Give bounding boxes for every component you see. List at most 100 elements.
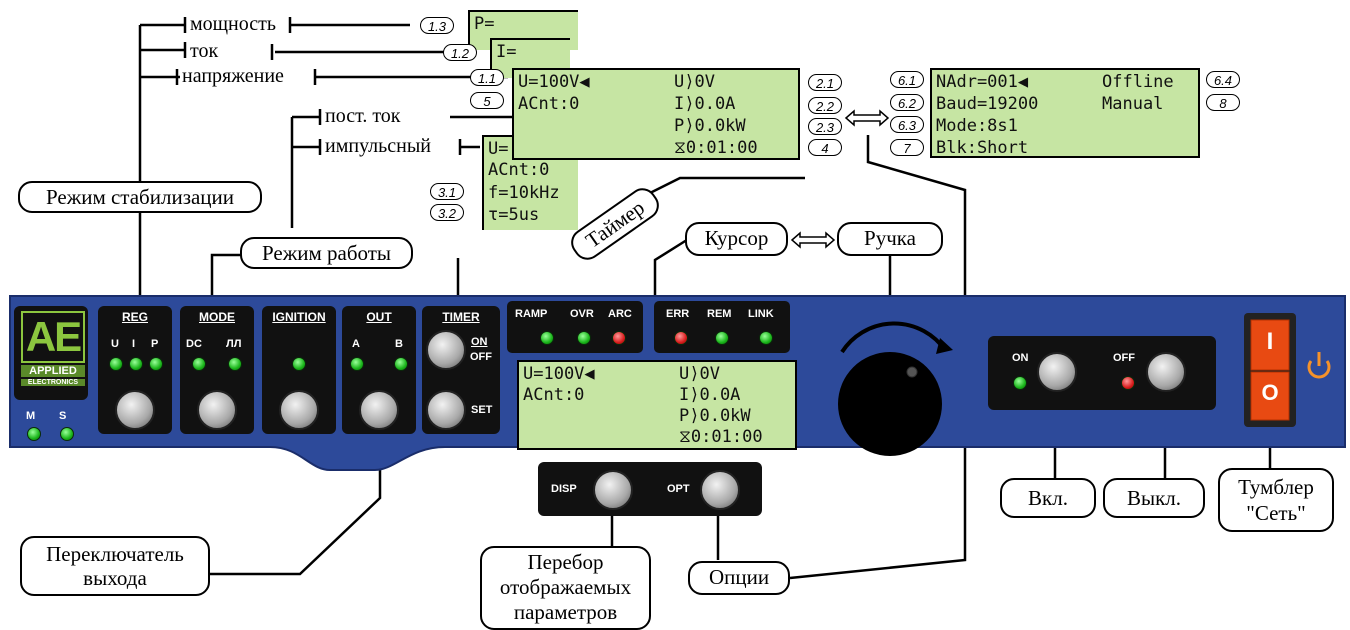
lcd-line3-right: P⟩0.0kW	[679, 406, 751, 426]
led-power-off	[1121, 376, 1135, 390]
callout-operating-mode: Режим работы	[240, 237, 413, 269]
lcd-top-line4-right: ⧖0:01:00	[674, 138, 758, 158]
mains-rocker-switch[interactable]: I O	[1251, 320, 1289, 420]
panel-lcd: U=100V◀ U⟩0V ACnt:0 I⟩0.0A P⟩0.0kW ⧖0:01…	[517, 360, 797, 450]
ref-3-1: 3.1	[430, 183, 464, 200]
lcd-pulse-line3: f=10kHz	[488, 183, 560, 203]
led-mode-dc	[192, 357, 206, 371]
ref-8: 8	[1206, 94, 1240, 111]
mode-dc-label: DC	[186, 338, 202, 350]
lcd-top-line1-left: U=100V◀	[518, 72, 590, 92]
label-pulse: импульсный	[323, 135, 434, 157]
lcd-pulse-line2: ACnt:0	[488, 160, 550, 180]
mode-button[interactable]	[197, 390, 237, 430]
led-rem	[715, 331, 729, 345]
logo-text-1: APPLIED	[21, 365, 85, 377]
ref-7: 7	[890, 139, 924, 156]
led-arc	[612, 331, 626, 345]
lcd-main-screen: U=100V◀ U⟩0V ACnt:0 I⟩0.0A P⟩0.0kW ⧖0:01…	[512, 68, 800, 160]
ignition-button[interactable]	[279, 390, 319, 430]
lcd-current-line1: I=	[496, 42, 517, 62]
lcd-options-screen: NAdr=001◀ Offline Baud=19200 Manual Mode…	[930, 68, 1200, 158]
callout-mains-switch: Тумблер "Сеть"	[1218, 468, 1334, 532]
ovr-label: OVR	[570, 308, 594, 320]
ref-1-2: 1.2	[443, 44, 477, 61]
label-voltage: напряжение	[180, 65, 286, 87]
led-reg-i	[129, 357, 143, 371]
control-knob[interactable]	[838, 352, 942, 456]
s-label: S	[59, 410, 67, 422]
lcd-opt-line1-right: Offline	[1102, 72, 1174, 92]
lcd-line1-left: U=100V◀	[523, 364, 595, 384]
led-out-a	[350, 357, 364, 371]
err-label: ERR	[666, 308, 690, 320]
lcd-opt-line2-left: Baud=19200	[936, 94, 1039, 114]
power-on-button[interactable]	[1037, 352, 1077, 392]
power-off-label: OFF	[1113, 352, 1135, 364]
led-m	[27, 427, 41, 441]
lcd-line2-left: ACnt:0	[523, 385, 585, 405]
opt-label: OPT	[667, 483, 690, 495]
power-off-button[interactable]	[1146, 352, 1186, 392]
reg-p-label: P	[151, 338, 159, 350]
lcd-power-line1: P=	[474, 14, 495, 34]
link-label: LINK	[748, 308, 774, 320]
callout-param-cycle: Перебор отображаемых параметров	[480, 546, 651, 630]
ref-6-4: 6.4	[1206, 71, 1240, 88]
disp-label: DISP	[551, 483, 577, 495]
timer-set-button[interactable]	[426, 390, 466, 430]
ref-6-3: 6.3	[890, 116, 924, 133]
ref-1-3: 1.3	[420, 17, 454, 34]
led-ramp	[540, 331, 554, 345]
out-b-label: B	[395, 338, 403, 350]
power-icon	[1307, 352, 1331, 379]
led-ovr	[577, 331, 591, 345]
reg-title: REG	[121, 310, 148, 324]
out-title: OUT	[366, 310, 392, 324]
led-power-on	[1013, 376, 1027, 390]
led-reg-p	[149, 357, 163, 371]
callout-stabilization-mode: Режим стабилизации	[18, 181, 262, 213]
timer-off-label: OFF	[470, 351, 492, 363]
ref-2-1: 2.1	[808, 74, 842, 91]
reg-i-label: I	[132, 338, 136, 350]
power-on-label: ON	[1012, 352, 1029, 364]
out-button[interactable]	[359, 390, 399, 430]
timer-set-label: SET	[471, 404, 493, 416]
callout-on: Вкл.	[1000, 478, 1096, 518]
ramp-label: RAMP	[515, 308, 548, 320]
arc-label: ARC	[608, 308, 632, 320]
out-a-label: A	[352, 338, 360, 350]
rocker-on-mark: I	[1266, 328, 1274, 355]
led-out-b	[394, 357, 408, 371]
label-power: мощность	[188, 13, 278, 35]
reg-button[interactable]	[115, 390, 155, 430]
m-label: M	[26, 410, 36, 422]
callout-cursor: Курсор	[685, 222, 788, 256]
lcd-opt-line2-right: Manual	[1102, 94, 1164, 114]
lcd-top-line3-right: P⟩0.0kW	[674, 116, 746, 136]
ref-5: 5	[470, 92, 504, 109]
timer-on-off-button[interactable]	[426, 330, 466, 370]
callout-off: Выкл.	[1103, 478, 1205, 518]
led-mode-pulse	[228, 357, 242, 371]
mode-pulse-label: ЛЛ	[226, 338, 242, 350]
ignition-title: IGNITION	[272, 310, 326, 324]
logo-mark: AE	[21, 311, 85, 363]
callout-knob: Ручка	[837, 222, 943, 256]
led-reg-u	[109, 357, 123, 371]
ref-4: 4	[808, 139, 842, 156]
callout-options: Опции	[688, 561, 790, 595]
timer-title: TIMER	[442, 310, 480, 324]
logo-text-2: ELECTRONICS	[21, 379, 85, 386]
lcd-pulse-line4: τ=5us	[488, 205, 540, 225]
lcd-top-line2-left: ACnt:0	[518, 94, 580, 114]
disp-button[interactable]	[593, 470, 633, 510]
ref-1-1: 1.1	[470, 69, 504, 86]
opt-button[interactable]	[700, 470, 740, 510]
lcd-opt-line4-left: Blk:Short	[936, 138, 1029, 158]
lcd-line1-right: U⟩0V	[679, 364, 720, 384]
lcd-top-line2-right: I⟩0.0A	[674, 94, 736, 114]
lcd-line2-right: I⟩0.0A	[679, 385, 741, 405]
led-link	[759, 331, 773, 345]
